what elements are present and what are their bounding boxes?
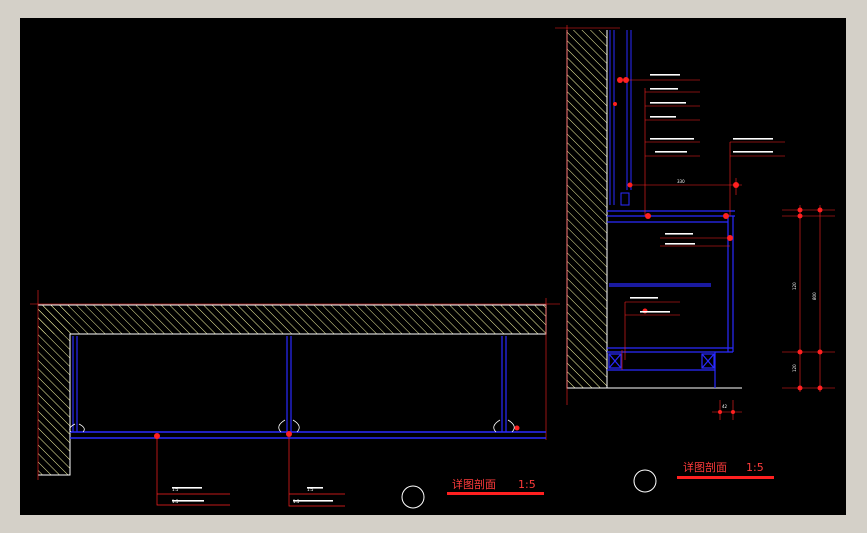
right-title-block: 详图剖面 1:5 [633, 460, 774, 493]
dim-right-2: 800 [812, 292, 817, 300]
left-ceiling-board [70, 431, 546, 439]
left-title-name: 详图剖面 [452, 477, 496, 491]
left-wall-outline [38, 304, 547, 476]
svg-text:1:5: 1:5 [307, 487, 314, 492]
cad-drawing-viewport[interactable]: 1:5 1:5 1:5 1:5 [20, 18, 846, 515]
dim-top-width: 330 [677, 179, 685, 184]
right-title-scale: 1:5 [746, 461, 764, 474]
left-section: 1:5 1:5 1:5 1:5 [30, 290, 560, 507]
right-section: 330 120 800 120 42 [172, 25, 835, 502]
left-title-scale: 1:5 [518, 478, 536, 491]
dim-right-1: 120 [792, 282, 797, 290]
left-title-block: 详图剖面 1:5 [401, 477, 544, 509]
right-upper-rails [609, 30, 632, 206]
svg-text:1:5: 1:5 [172, 487, 179, 492]
dim-right-3: 120 [792, 364, 797, 372]
right-title-name: 详图剖面 [683, 460, 727, 474]
right-note-marks [172, 74, 773, 502]
left-clips [69, 419, 515, 433]
right-board [607, 210, 735, 388]
left-studs [72, 336, 507, 432]
left-wall-hatch [38, 305, 546, 334]
dim-bottom-small: 42 [722, 404, 728, 409]
drawing-canvas: 1:5 1:5 1:5 1:5 [30, 25, 835, 509]
left-column-hatch [38, 305, 70, 475]
right-column-hatch [567, 30, 607, 388]
